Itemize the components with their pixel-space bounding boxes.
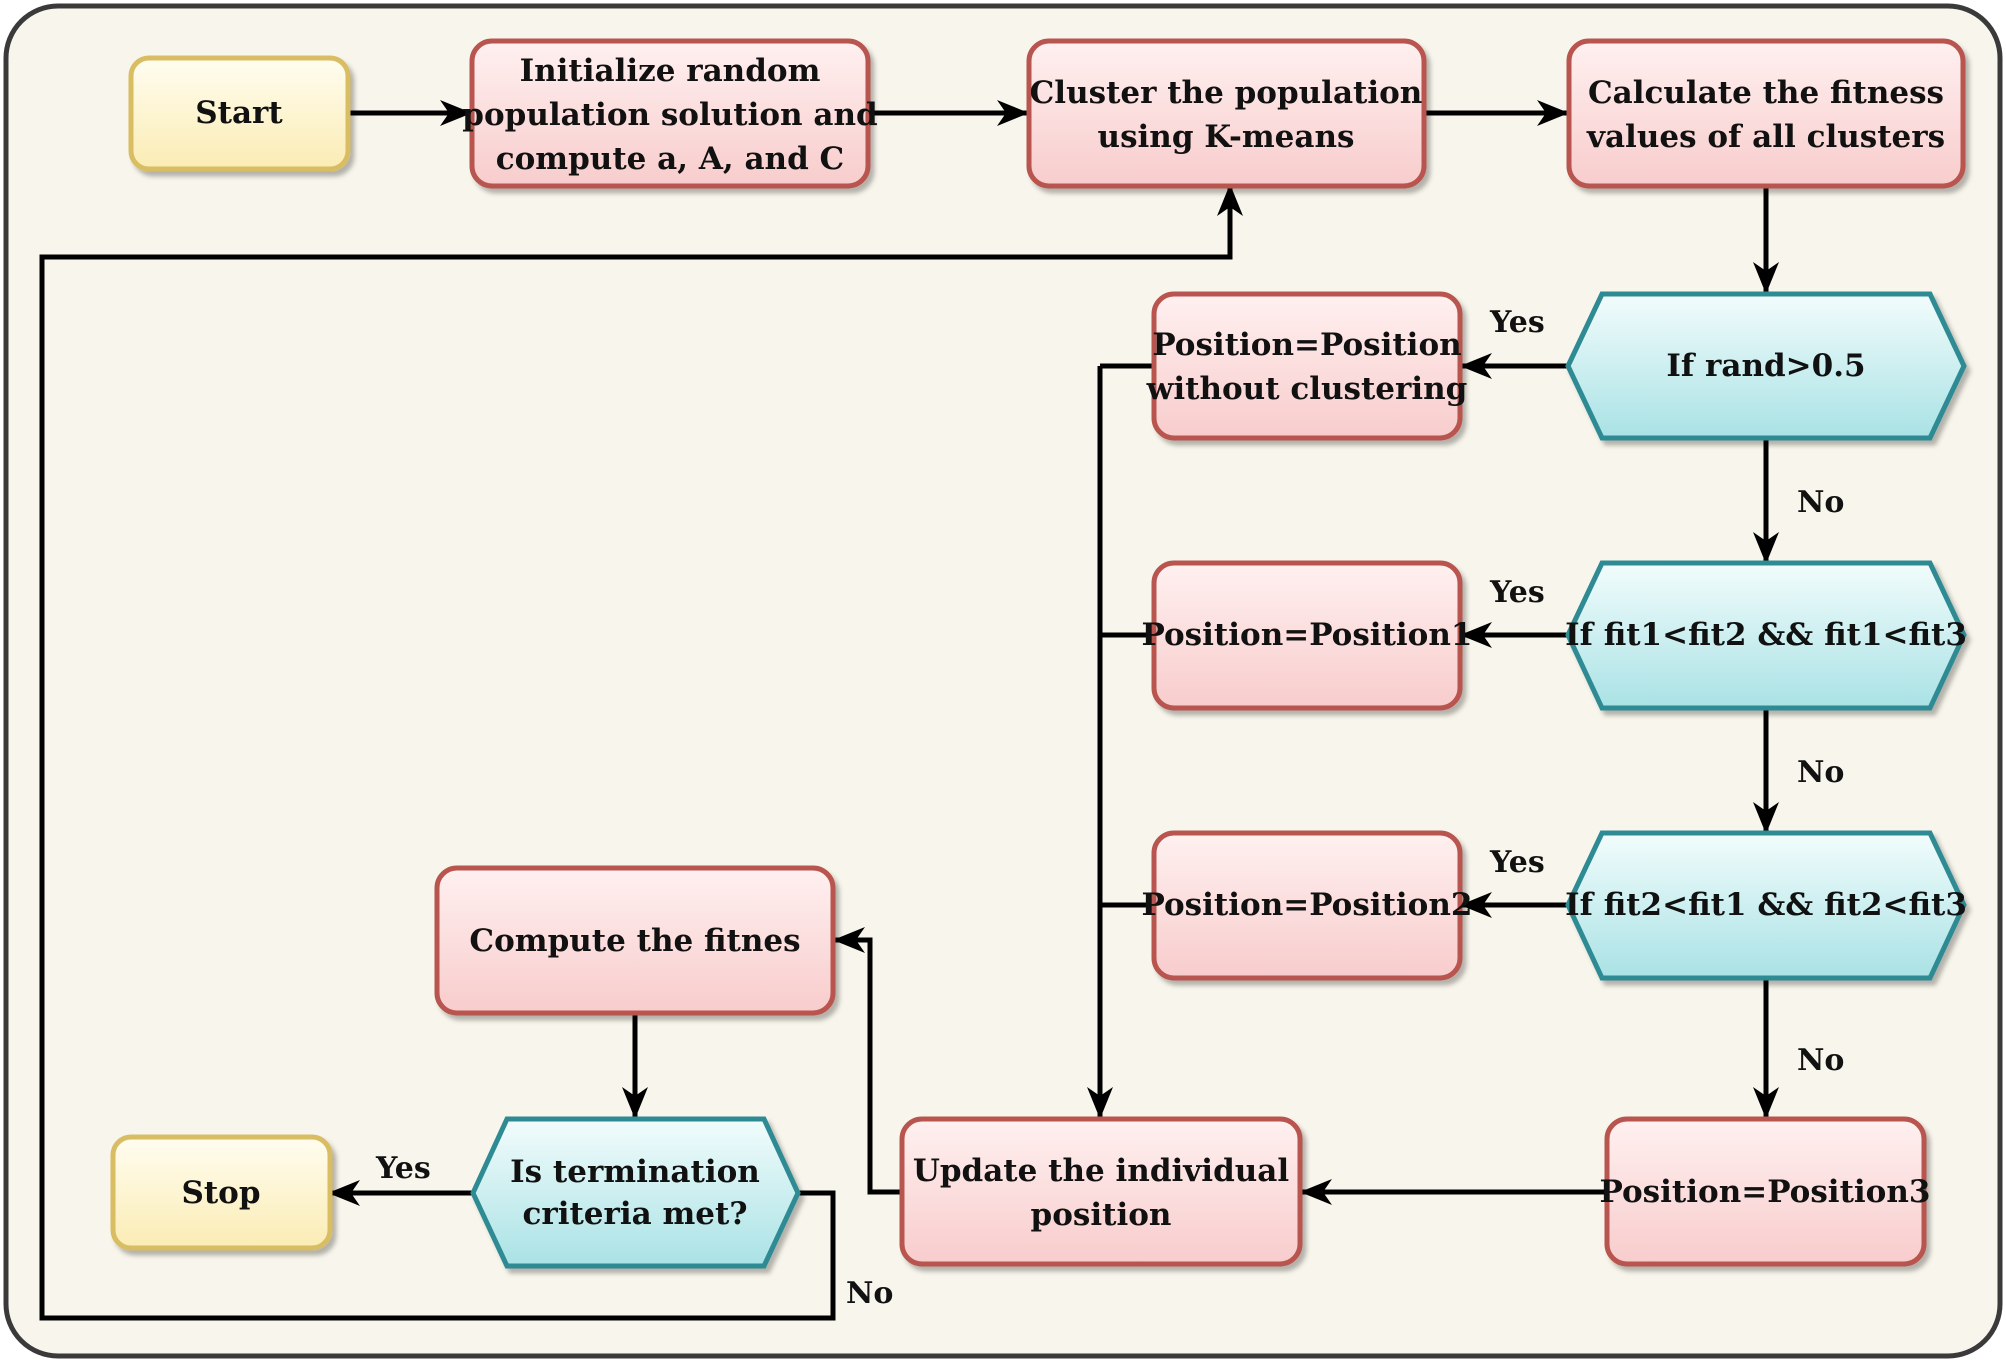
- cluster-line-2: using K-means: [1098, 119, 1355, 155]
- decision-fit1: If fit1<fit2 && fit1<fit3: [1565, 560, 1967, 711]
- decision-termination-line-1: Is termination: [510, 1154, 760, 1190]
- cluster-line-1: Cluster the population: [1030, 75, 1423, 111]
- label-termination-yes: Yes: [375, 1151, 431, 1186]
- label-termination-no: No: [846, 1276, 893, 1311]
- position-no-cluster-node: Position=Position without clustering: [1146, 291, 1468, 441]
- position3-node: Position=Position3: [1600, 1116, 1931, 1267]
- position2-node: Position=Position2: [1142, 830, 1473, 981]
- start-label: Start: [195, 95, 283, 131]
- start-node: Start: [128, 55, 351, 172]
- fitness-clusters-node: Calculate the fitness values of all clus…: [1566, 38, 1966, 189]
- compute-fitnes-node: Compute the fitnes: [434, 865, 836, 1016]
- label-rand-no: No: [1797, 485, 1844, 520]
- update-position-line-1: Update the individual: [913, 1153, 1289, 1189]
- label-fit1-no: No: [1797, 755, 1844, 790]
- stop-node: Stop: [110, 1134, 333, 1251]
- decision-termination: Is termination criteria met?: [470, 1116, 801, 1269]
- label-fit2-no: No: [1797, 1043, 1844, 1078]
- decision-rand: If rand>0.5: [1565, 291, 1967, 441]
- initialize-line-1: Initialize random: [520, 53, 821, 89]
- edge-labels: Yes No Yes No Yes No Yes No: [375, 305, 1844, 1311]
- initialize-line-2: population solution and: [462, 97, 877, 133]
- position-no-cluster-line-2: without clustering: [1146, 371, 1468, 407]
- position-no-cluster-line-1: Position=Position: [1152, 327, 1461, 363]
- update-position-line-2: position: [1031, 1197, 1172, 1233]
- initialize-line-3: compute a, A, and C: [496, 141, 844, 177]
- decision-fit2-label: If fit2<fit1 && fit2<fit3: [1565, 887, 1967, 923]
- decision-termination-line-2: criteria met?: [522, 1196, 747, 1232]
- arrow-update-to-compute: [833, 927, 902, 1195]
- diagram-frame: [3, 3, 2003, 1359]
- fitness-clusters-line-2: values of all clusters: [1586, 119, 1945, 155]
- position2-label: Position=Position2: [1142, 887, 1473, 923]
- decision-rand-label: If rand>0.5: [1666, 348, 1865, 384]
- initialize-node: Initialize random population solution an…: [462, 38, 878, 189]
- position1-label: Position=Position1: [1142, 617, 1473, 653]
- stop-label: Stop: [181, 1175, 260, 1211]
- label-fit1-yes: Yes: [1489, 575, 1545, 610]
- label-fit2-yes: Yes: [1489, 845, 1545, 880]
- cluster-node: Cluster the population using K-means: [1026, 38, 1427, 189]
- position3-label: Position=Position3: [1600, 1174, 1931, 1210]
- label-rand-yes: Yes: [1489, 305, 1545, 340]
- compute-fitnes-label: Compute the fitnes: [469, 923, 800, 959]
- decision-fit2: If fit2<fit1 && fit2<fit3: [1565, 830, 1967, 981]
- update-position-node: Update the individual position: [899, 1116, 1303, 1267]
- decision-fit1-label: If fit1<fit2 && fit1<fit3: [1565, 617, 1967, 653]
- fitness-clusters-line-1: Calculate the fitness: [1588, 75, 1944, 111]
- position1-node: Position=Position1: [1142, 560, 1473, 711]
- connectors: [39, 100, 1779, 1321]
- arrow-termination-no-loop: [39, 184, 1243, 1321]
